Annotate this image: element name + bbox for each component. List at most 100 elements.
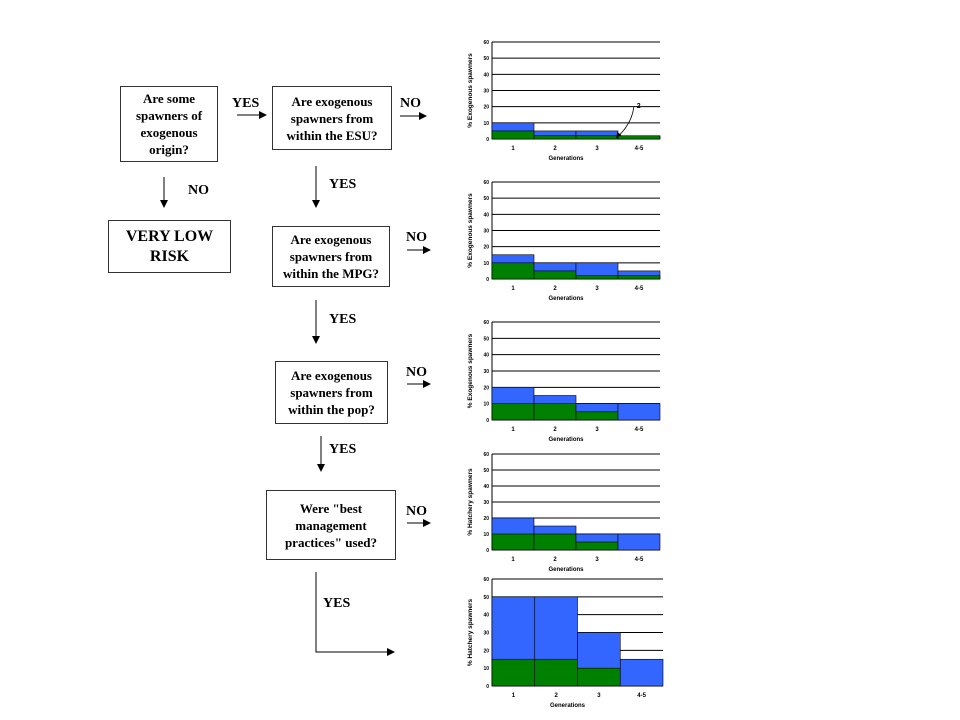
x-tick-label: 2 <box>553 286 557 292</box>
very-low-risk-box: VERY LOW RISK <box>108 220 231 273</box>
bar-green <box>617 135 661 140</box>
x-tick-label: 3 <box>595 146 599 152</box>
y-tick-label: 40 <box>483 72 489 78</box>
no-label-3: NO <box>406 365 427 380</box>
x-tick-label: 1 <box>511 557 515 563</box>
y-tick-label: 0 <box>486 137 489 143</box>
x-tick-label: 3 <box>595 427 599 433</box>
no-label-1: NO <box>400 96 421 111</box>
y-axis-label: % Hatchery spawners <box>467 468 474 536</box>
bar-green <box>491 130 535 140</box>
y-tick-label: 50 <box>483 468 489 474</box>
yes-label-4: YES <box>329 442 357 457</box>
bar-green <box>575 275 619 280</box>
y-tick-label: 50 <box>483 56 489 62</box>
y-tick-label: 40 <box>483 212 489 218</box>
bar-blue <box>619 658 664 687</box>
y-axis-label: % Hatchery spawners <box>467 599 474 667</box>
y-tick-label: 40 <box>483 484 489 490</box>
y-tick-label: 60 <box>483 577 489 583</box>
no-label-2: NO <box>406 230 427 245</box>
x-tick-label: 2 <box>553 427 557 433</box>
bar-green <box>575 541 619 551</box>
y-tick-label: 30 <box>483 500 489 506</box>
y-tick-label: 50 <box>483 336 489 342</box>
x-tick-label: 4-5 <box>635 286 644 292</box>
y-tick-label: 0 <box>486 684 489 690</box>
y-axis-label: % Exogenous spawners <box>467 333 474 408</box>
bar-green <box>575 411 619 421</box>
x-tick-label: 4-5 <box>635 557 644 563</box>
y-tick-label: 0 <box>486 277 489 283</box>
question-within-pop: Are exogenous spawners from within the p… <box>275 361 388 424</box>
y-tick-label: 30 <box>483 229 489 235</box>
x-tick-label: 1 <box>511 286 515 292</box>
bar-green <box>491 403 535 421</box>
x-tick-label: 3 <box>595 557 599 563</box>
question-within-mpg: Are exogenous spawners from within the M… <box>272 226 390 287</box>
y-tick-label: 20 <box>483 245 489 251</box>
y-tick-label: 60 <box>483 40 489 46</box>
y-tick-label: 10 <box>483 666 489 672</box>
y-tick-label: 20 <box>483 105 489 111</box>
y-tick-label: 40 <box>483 613 489 619</box>
y-tick-label: 10 <box>483 261 489 267</box>
annotation-label: 2 <box>637 103 641 110</box>
y-tick-label: 50 <box>483 196 489 202</box>
y-tick-label: 60 <box>483 452 489 458</box>
y-axis-label: % Exogenous spawners <box>467 193 474 268</box>
bar-blue <box>617 403 661 421</box>
question-best-management: Were "best management practices" used? <box>266 490 396 560</box>
x-axis-label: Generations <box>548 437 584 443</box>
x-tick-label: 4-5 <box>637 693 646 699</box>
bar-green <box>491 262 535 280</box>
y-tick-label: 10 <box>483 532 489 538</box>
yes-label-3: YES <box>329 312 357 327</box>
y-tick-label: 0 <box>486 418 489 424</box>
bar-green <box>491 533 535 551</box>
y-tick-label: 60 <box>483 320 489 326</box>
question-within-esu: Are exogenous spawners from within the E… <box>272 86 392 150</box>
y-tick-label: 20 <box>483 648 489 654</box>
y-tick-label: 50 <box>483 595 489 601</box>
y-tick-label: 40 <box>483 353 489 359</box>
x-axis-label: Generations <box>550 703 586 709</box>
x-axis-label: Generations <box>548 156 584 162</box>
bar-green <box>617 275 661 280</box>
bar-green <box>533 403 577 421</box>
y-tick-label: 10 <box>483 121 489 127</box>
x-axis-label: Generations <box>548 567 584 573</box>
x-tick-label: 1 <box>511 146 515 152</box>
y-axis-label: % Exogenous spawners <box>467 53 474 128</box>
x-tick-label: 3 <box>597 693 601 699</box>
x-tick-label: 3 <box>595 286 599 292</box>
x-tick-label: 1 <box>511 427 515 433</box>
y-tick-label: 30 <box>483 631 489 637</box>
x-tick-label: 4-5 <box>635 146 644 152</box>
y-tick-label: 60 <box>483 180 489 186</box>
yes-label-1: YES <box>232 96 260 111</box>
bar-green <box>533 533 577 551</box>
bar-green <box>575 135 619 140</box>
no-label-low-risk: NO <box>188 183 209 198</box>
x-tick-label: 2 <box>554 693 558 699</box>
question-exogenous-origin: Are some spawners of exogenous origin? <box>120 86 218 162</box>
x-tick-label: 4-5 <box>635 427 644 433</box>
x-tick-label: 2 <box>553 146 557 152</box>
bar-green <box>491 658 536 687</box>
y-tick-label: 20 <box>483 516 489 522</box>
bar-green <box>534 658 578 687</box>
yes-label-2: YES <box>329 177 357 192</box>
bar-green <box>533 270 577 280</box>
x-tick-label: 1 <box>512 693 516 699</box>
yes-label-5: YES <box>323 596 351 611</box>
bar-blue <box>617 533 661 551</box>
annotation-arrowhead <box>616 132 622 138</box>
y-tick-label: 20 <box>483 385 489 391</box>
y-tick-label: 10 <box>483 402 489 408</box>
